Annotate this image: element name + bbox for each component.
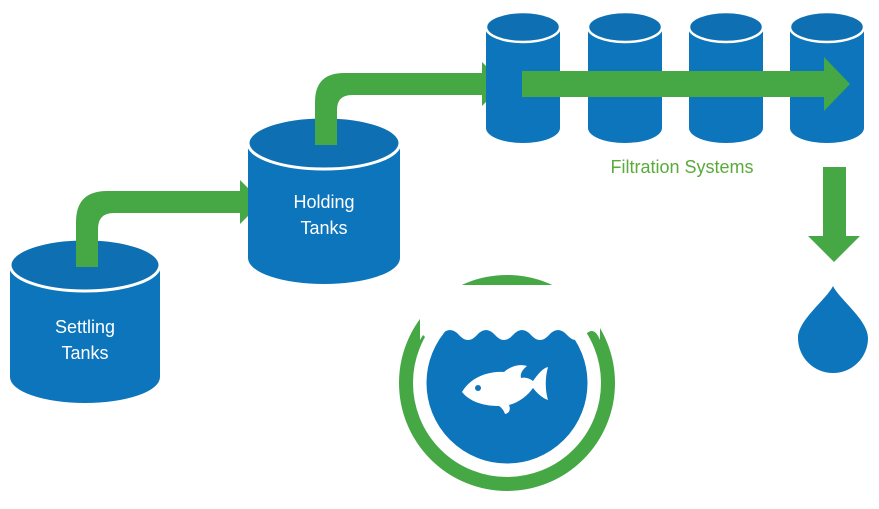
arrow-filtration-to-water bbox=[808, 167, 860, 262]
holding-label-line2: Tanks bbox=[300, 218, 347, 238]
settling-label-line1: Settling bbox=[55, 317, 115, 337]
arrow-holding-to-filtration bbox=[315, 62, 504, 145]
water-drop-icon bbox=[798, 286, 868, 373]
filtration-tank-2 bbox=[586, 10, 664, 143]
fish-tank-circle bbox=[399, 275, 615, 491]
filtration-label: Filtration Systems bbox=[610, 157, 753, 177]
settling-tank: Settling Tanks bbox=[8, 237, 162, 403]
waves-icon bbox=[420, 285, 600, 340]
fish-icon bbox=[462, 365, 548, 414]
arrow-settling-to-holding bbox=[76, 180, 262, 267]
holding-tank: Holding Tanks bbox=[246, 115, 402, 284]
settling-label-line2: Tanks bbox=[61, 343, 108, 363]
arrow-through-filtration bbox=[522, 57, 850, 111]
holding-label-line1: Holding bbox=[293, 192, 354, 212]
